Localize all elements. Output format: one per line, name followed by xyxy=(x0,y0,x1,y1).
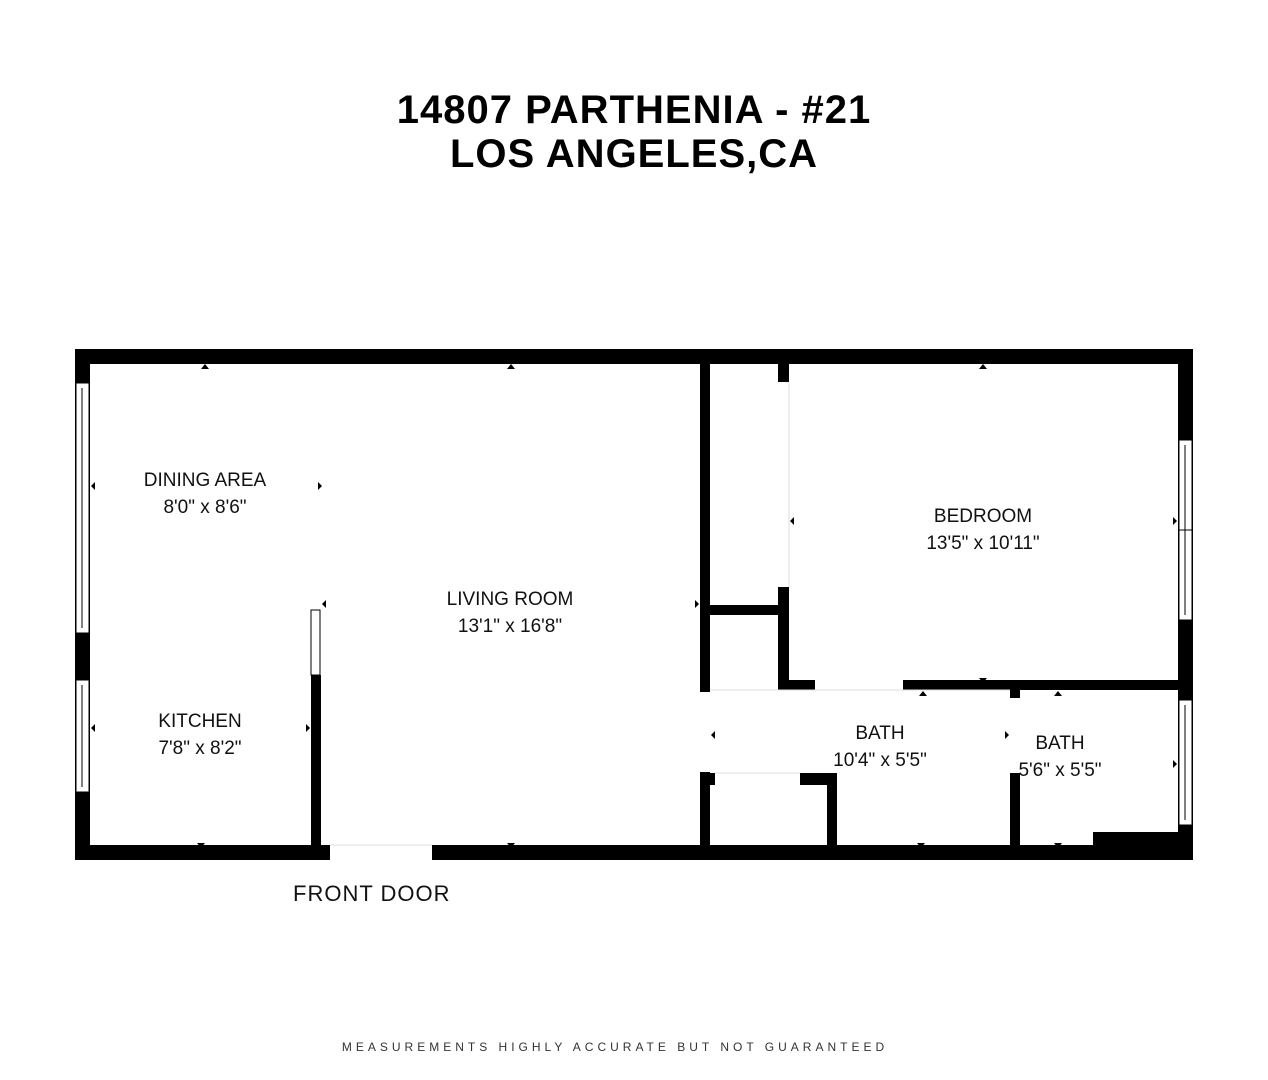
wall-closet-top xyxy=(778,364,789,382)
wall-top xyxy=(75,349,1193,364)
wall-stub xyxy=(700,773,715,785)
wall-bath-top-right xyxy=(903,680,1181,690)
openings xyxy=(330,382,1010,846)
kitchen-passthrough xyxy=(310,609,321,676)
address-line-1: 14807 PARTHENIA - #21 xyxy=(396,88,872,132)
room-name-bath-1: BATH xyxy=(855,723,904,744)
address-line-2: LOS ANGELES,CA xyxy=(449,132,819,176)
room-name-bath-2: BATH xyxy=(1035,733,1084,754)
bath-fixture xyxy=(1093,832,1183,847)
wall-kitchen xyxy=(311,675,321,850)
room-dims-kitchen: 7'8" x 8'2" xyxy=(158,738,241,759)
walls xyxy=(75,349,1193,860)
room-name-kitchen: KITCHEN xyxy=(158,711,241,732)
wall-post xyxy=(1010,690,1020,698)
room-dims-bath-2: 5'6" x 5'5" xyxy=(1018,760,1101,781)
wall-closet xyxy=(778,587,789,690)
wall-bottom-left xyxy=(75,845,330,860)
wall-bath-divider xyxy=(1010,773,1020,848)
room-dims-bath-1: 10'4" x 5'5" xyxy=(833,750,927,771)
room-dims-living: 13'1" x 16'8" xyxy=(458,616,562,637)
front-door-label: FRONT DOOR xyxy=(293,881,450,906)
room-name-dining: DINING AREA xyxy=(144,470,267,491)
wall-bath-top-left xyxy=(778,680,815,690)
wall-bottom-right xyxy=(432,845,1193,860)
wall-lower-closet-side xyxy=(827,773,837,848)
room-dims-dining: 8'0" x 8'6" xyxy=(163,497,246,518)
room-dims-bedroom: 13'5" x 10'11" xyxy=(926,533,1039,554)
wall-center-upper xyxy=(700,364,710,692)
wall-center-lower xyxy=(700,772,710,852)
dimension-arrows xyxy=(91,364,1177,848)
disclaimer: MEASUREMENTS HIGHLY ACCURATE BUT NOT GUA… xyxy=(341,1040,889,1054)
wall-closet-shelf xyxy=(710,605,780,615)
room-name-living: LIVING ROOM xyxy=(447,589,574,610)
windows xyxy=(75,382,1193,826)
room-name-bedroom: BEDROOM xyxy=(934,506,1032,527)
